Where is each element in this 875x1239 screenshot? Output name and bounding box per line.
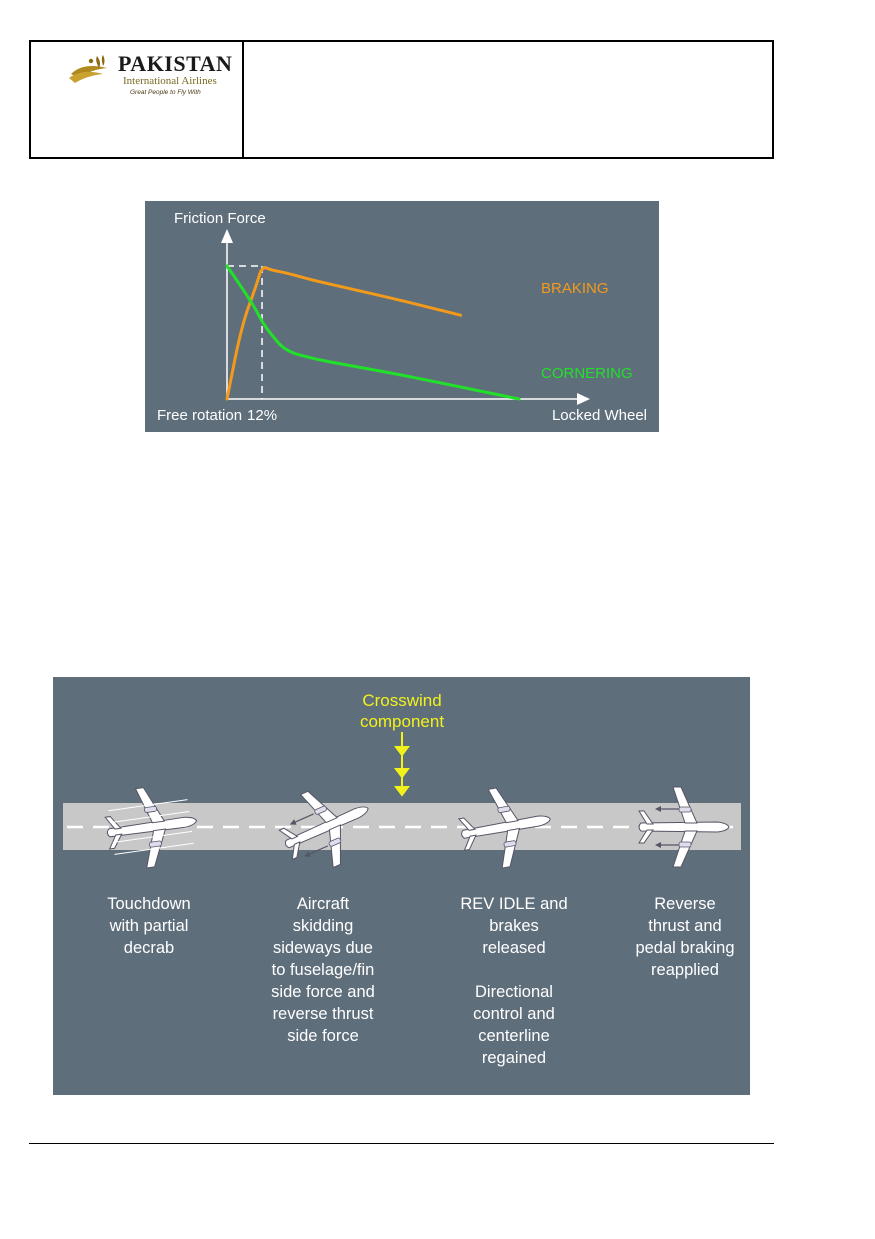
document-header: PAKISTAN International Airlines Great Pe… <box>29 40 774 159</box>
stage-caption-touchdown: Touchdown with partial decrab <box>107 895 191 957</box>
stage-caption-rev-idle: REV IDLE and brakes released Directional… <box>460 895 568 1067</box>
logo-tagline: Great People to Fly With <box>130 89 201 96</box>
series-line-cornering <box>225 264 521 401</box>
y-axis-arrow-icon <box>221 229 233 243</box>
y-axis-label: Friction Force <box>174 210 266 227</box>
wind-arrow-icon <box>394 732 410 797</box>
aircraft-touchdown-icon <box>104 787 198 869</box>
stage-caption-skidding: Aircraft skidding sideways due to fusela… <box>271 895 375 1045</box>
logo-subtitle: International Airlines <box>123 75 217 87</box>
crosswind-figure-svg <box>63 732 741 869</box>
stage-caption-reverse-thrust: Reverse thrust and pedal braking reappli… <box>635 895 735 979</box>
x-tick-label: Locked Wheel <box>552 407 647 424</box>
crosswind-figure: Crosswind component Touchdown with parti… <box>53 677 750 1095</box>
series-label-cornering: CORNERING <box>541 365 633 382</box>
pia-logo-mark-icon <box>69 55 107 83</box>
header-title-cell <box>244 42 772 157</box>
series-line-braking <box>225 266 463 401</box>
aircraft-skidding-icon <box>278 790 369 869</box>
aircraft-reverse-thrust-icon <box>638 786 730 868</box>
logo-cell: PAKISTAN International Airlines Great Pe… <box>31 42 244 157</box>
footer-rule <box>29 1143 774 1144</box>
x-axis-arrow-icon <box>577 393 590 405</box>
pia-logo: PAKISTAN International Airlines Great Pe… <box>67 50 232 98</box>
x-tick-label: Free rotation <box>157 407 242 424</box>
aircraft-rev-idle-icon <box>457 787 551 869</box>
logo-brand: PAKISTAN <box>118 51 233 76</box>
x-tick-label: 12% <box>247 407 277 424</box>
series-label-braking: BRAKING <box>541 280 609 297</box>
crosswind-label: Crosswind component <box>359 691 445 731</box>
